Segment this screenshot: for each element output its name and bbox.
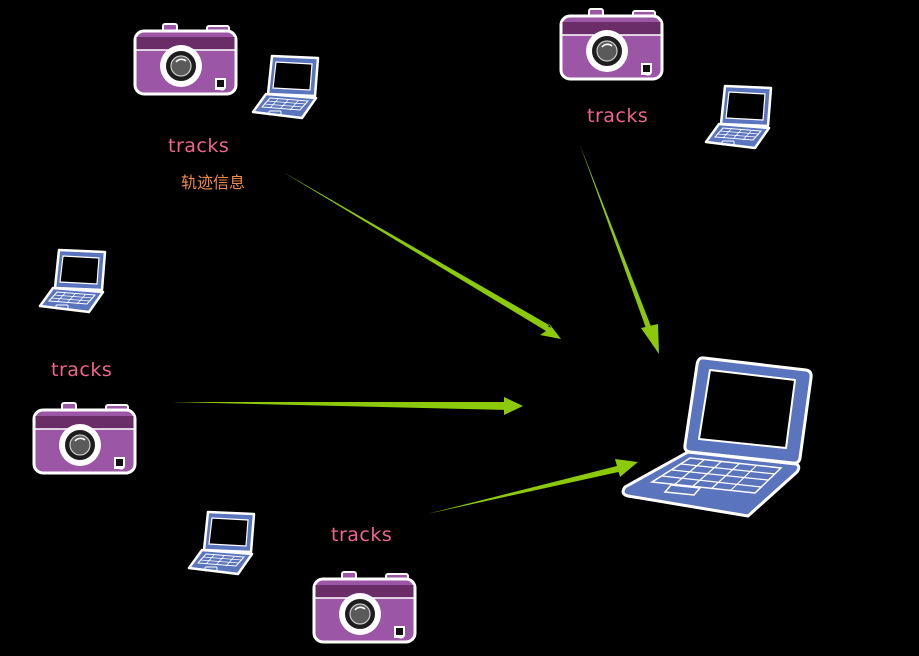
central-laptop-icon [621,356,813,518]
arrow-icon [283,172,561,339]
laptop-icon [187,510,256,576]
camera-icon [312,570,417,644]
arrow-icon [580,145,659,354]
track-info-label: 轨迹信息 [181,173,245,192]
tracks-label-top-left: tracks [168,135,229,157]
camera-icon [133,22,238,96]
camera-icon [32,401,137,475]
arrow-icon [427,459,638,514]
camera-icon [559,7,664,81]
tracks-label-bottom: tracks [331,524,392,546]
laptop-icon [38,248,107,314]
arrow-icon [172,397,523,415]
tracks-label-left: tracks [51,359,112,381]
laptop-icon [251,54,320,120]
laptop-icon [704,84,773,150]
tracks-label-top-right: tracks [587,105,648,127]
